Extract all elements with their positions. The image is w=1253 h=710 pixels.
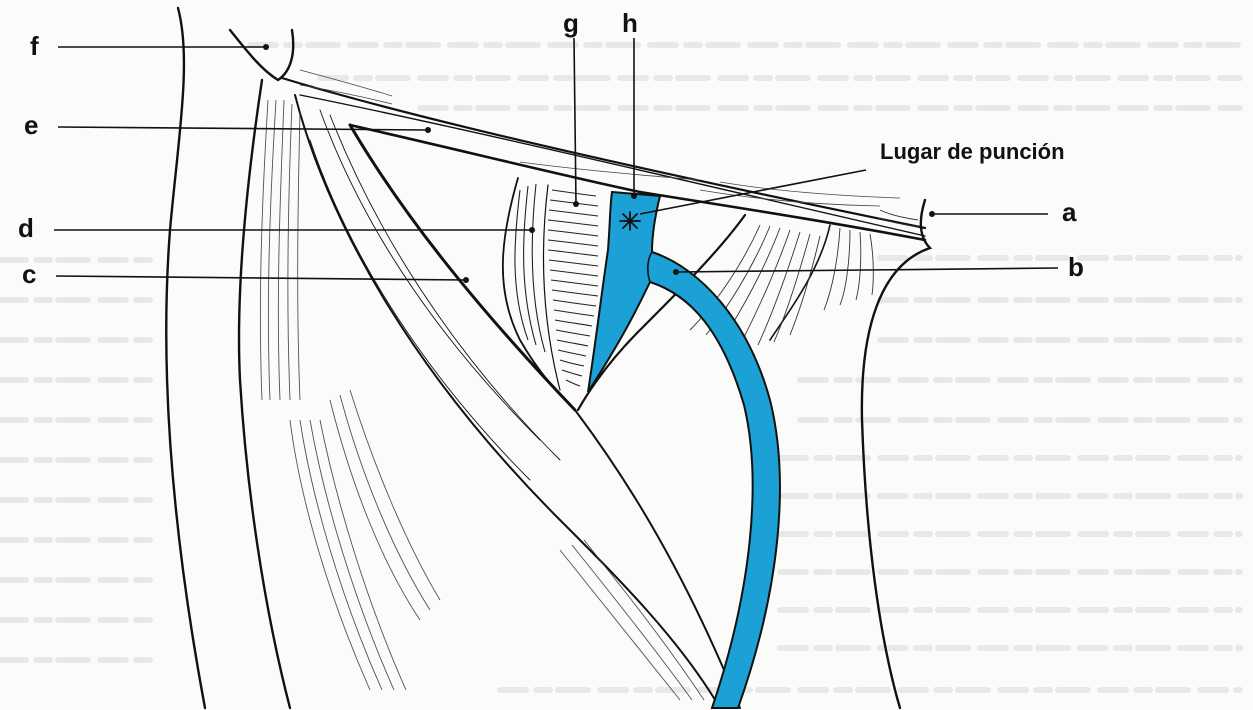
leader-line-b	[676, 268, 1058, 272]
inguinal-ligament	[282, 78, 925, 240]
label-c: c	[22, 261, 36, 287]
label-b: b	[1068, 254, 1084, 280]
femoral-vein	[588, 192, 780, 708]
iliopsoas-hatching	[515, 184, 598, 386]
leader-line-e	[58, 127, 428, 130]
label-d: d	[18, 215, 34, 241]
leader-line-g	[574, 38, 576, 204]
asterisk-icon	[620, 212, 640, 230]
thigh-outline	[166, 8, 930, 708]
sartorius-muscle	[295, 95, 740, 708]
label-e: e	[24, 112, 38, 138]
iliopsoas-muscle	[503, 178, 575, 410]
label-a: a	[1062, 199, 1076, 225]
label-h: h	[622, 10, 638, 36]
label-g: g	[563, 10, 579, 36]
leader-line-puncture	[640, 170, 866, 214]
label-puncture-site: Lugar de punción	[880, 141, 1065, 163]
label-f: f	[30, 33, 39, 59]
